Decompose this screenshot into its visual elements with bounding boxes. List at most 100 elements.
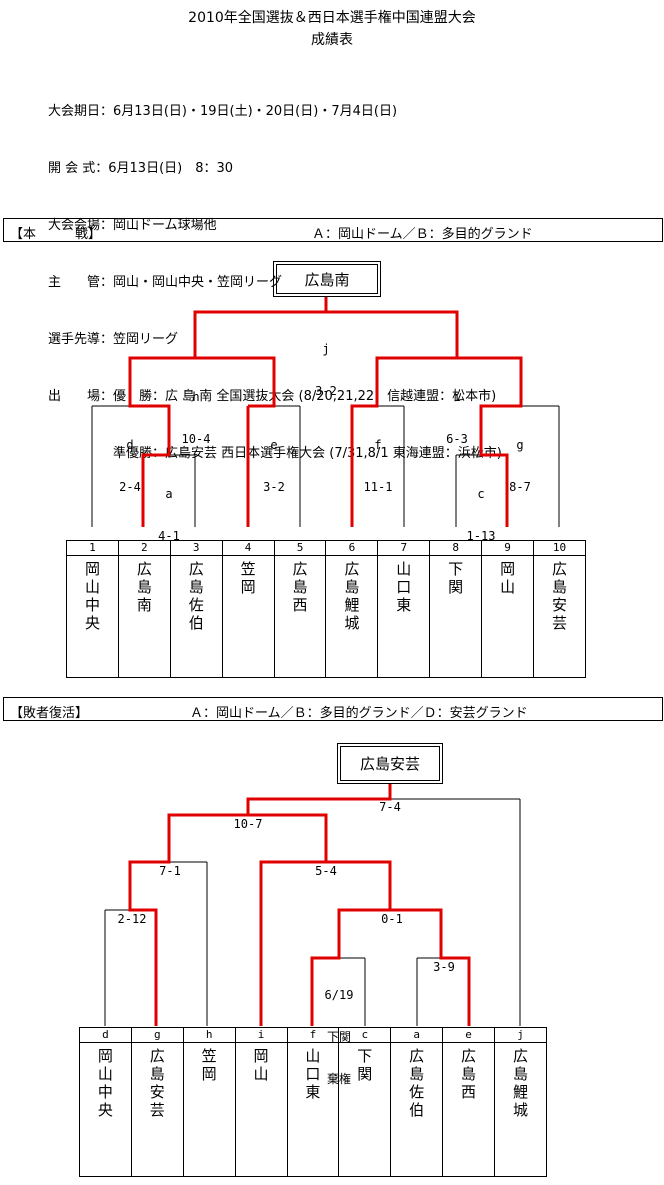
- team-cell: 笠 岡: [182, 1042, 236, 1177]
- team-cell: 広 島 鯉 城: [494, 1042, 547, 1177]
- team-char: 山: [305, 1047, 321, 1065]
- game-j-id: j: [322, 342, 330, 356]
- team-char: 西: [461, 1083, 477, 1101]
- game-f-id: f: [374, 438, 382, 452]
- rep-r2-score: 0-1: [381, 912, 403, 926]
- team-cell: 岡 山: [481, 555, 535, 678]
- team-char: 安: [552, 596, 568, 614]
- team-num-5: 5: [273, 540, 327, 556]
- team-char: 島: [344, 578, 360, 596]
- game-d-label: d 2-4: [110, 410, 150, 508]
- team-num-8: 8: [429, 540, 483, 556]
- team-char: 山: [97, 1065, 113, 1083]
- rep-final-score: 7-4: [379, 800, 401, 814]
- team-char: 東: [396, 596, 412, 614]
- team-cell: 広 島 西: [442, 1042, 495, 1177]
- team-char: 広: [461, 1047, 477, 1065]
- team-cell: 岡 山 中 央: [79, 1042, 132, 1177]
- team-char: 島: [461, 1065, 477, 1083]
- rep-team-id-d: d: [79, 1027, 132, 1043]
- team-char: 広: [292, 560, 308, 578]
- team-char: 島: [136, 578, 152, 596]
- rep-team-id-h: h: [182, 1027, 236, 1043]
- team-char: 関: [357, 1065, 373, 1083]
- main-section-label: 【本 戦】: [10, 227, 102, 242]
- team-char: 城: [344, 614, 360, 632]
- team-char: 央: [84, 614, 100, 632]
- team-char: 伯: [188, 614, 204, 632]
- game-h-id: h: [192, 390, 200, 404]
- repechage-section-bar: 【敗者復活】 Ａ：岡山ドーム／Ｂ：多目的グランド／Ｄ：安芸グランド: [3, 697, 663, 721]
- rep-team-ids: d g h i f c a e j: [79, 1027, 547, 1043]
- team-cell: 笠 岡: [221, 555, 275, 678]
- main-section-bar: 【本 戦】 Ａ：岡山ドーム／Ｂ：多目的グランド: [3, 218, 663, 242]
- repechage-venues: Ａ：岡山ドーム／Ｂ：多目的グランド／Ｄ：安芸グランド: [190, 706, 528, 721]
- team-char: 東: [305, 1083, 321, 1101]
- game-g-id: g: [516, 438, 524, 452]
- team-char: 央: [97, 1101, 113, 1119]
- team-cell: 岡 山 中 央: [66, 555, 119, 678]
- main-champion-box: 広島南: [273, 261, 381, 297]
- game-f-score: 11-1: [363, 480, 393, 494]
- game-g-label: g 8-7: [500, 410, 540, 508]
- team-char: 岡: [500, 560, 516, 578]
- team-char: 島: [512, 1065, 528, 1083]
- team-num-10: 10: [533, 540, 586, 556]
- team-char: 芸: [149, 1101, 165, 1119]
- team-char: 佐: [409, 1083, 425, 1101]
- main-champion-name: 広島南: [276, 264, 378, 294]
- game-g-score: 8-7: [509, 480, 531, 494]
- game-e-label: e 3-2: [254, 410, 294, 508]
- rep-team-id-f: f: [286, 1027, 340, 1043]
- repechage-champion-box: 広島安芸: [337, 743, 443, 784]
- team-char: 岡: [97, 1047, 113, 1065]
- info-escort: 選手先導：笠岡リーグ: [48, 332, 179, 347]
- repechage-section-label: 【敗者復活】: [10, 706, 89, 721]
- team-cell: 広 島 安 芸: [130, 1042, 184, 1177]
- repechage-champion-name: 広島安芸: [340, 746, 440, 781]
- game-i-label: i 6-3: [437, 362, 477, 460]
- rep-team-id-j: j: [494, 1027, 547, 1043]
- team-char: 中: [84, 596, 100, 614]
- main-teams-table: 1 2 3 4 5 6 7 8 9 10 岡 山 中 央 広 島 南 広 島 佐…: [66, 540, 586, 678]
- info-host: 主 管：岡山・岡山中央・笠岡リーグ: [48, 275, 283, 290]
- page-title: 2010年全国選抜＆西日本選手権中国連盟大会: [188, 10, 476, 26]
- team-char: 下: [448, 560, 464, 578]
- game-c-id: c: [477, 487, 485, 501]
- page-subtitle: 成績表: [311, 32, 353, 48]
- game-d-id: d: [126, 438, 134, 452]
- team-char: 西: [292, 596, 308, 614]
- team-char: 安: [149, 1083, 165, 1101]
- team-num-6: 6: [325, 540, 379, 556]
- team-num-3: 3: [169, 540, 223, 556]
- game-i-id: i: [453, 390, 461, 404]
- team-char: 広: [136, 560, 152, 578]
- rep-q2-score: 5-4: [315, 864, 337, 878]
- game-i-score: 6-3: [446, 432, 468, 446]
- team-cell: 広 島 佐 伯: [390, 1042, 444, 1177]
- game-f-label: f 11-1: [358, 410, 398, 508]
- game-h-label: h 10-4: [176, 362, 216, 460]
- team-char: 島: [149, 1065, 165, 1083]
- team-char: 口: [305, 1065, 321, 1083]
- info-runnerup: 準優勝：広島安芸 西日本選手権大会 (7/31,8/1 東海連盟：浜松市): [48, 446, 502, 461]
- team-char: 山: [84, 578, 100, 596]
- team-cell: 広 島 安 芸: [533, 555, 586, 678]
- team-char: 岡: [240, 578, 256, 596]
- team-cell: 下 関: [338, 1042, 392, 1177]
- team-char: 城: [512, 1101, 528, 1119]
- team-num-1: 1: [66, 540, 119, 556]
- team-char: 広: [344, 560, 360, 578]
- game-a-id: a: [165, 487, 173, 501]
- forfeit-date: 6/19: [324, 988, 354, 1002]
- team-cell: 山 口 東: [286, 1042, 340, 1177]
- team-char: 芸: [552, 614, 568, 632]
- team-char: 下: [357, 1047, 373, 1065]
- team-char: 広: [552, 560, 568, 578]
- rep-team-id-e: e: [442, 1027, 495, 1043]
- team-char: 島: [292, 578, 308, 596]
- info-venue: 大会会場：岡山ドーム球場他: [48, 218, 217, 233]
- team-cell: 下 関: [429, 555, 483, 678]
- team-char: 中: [97, 1083, 113, 1101]
